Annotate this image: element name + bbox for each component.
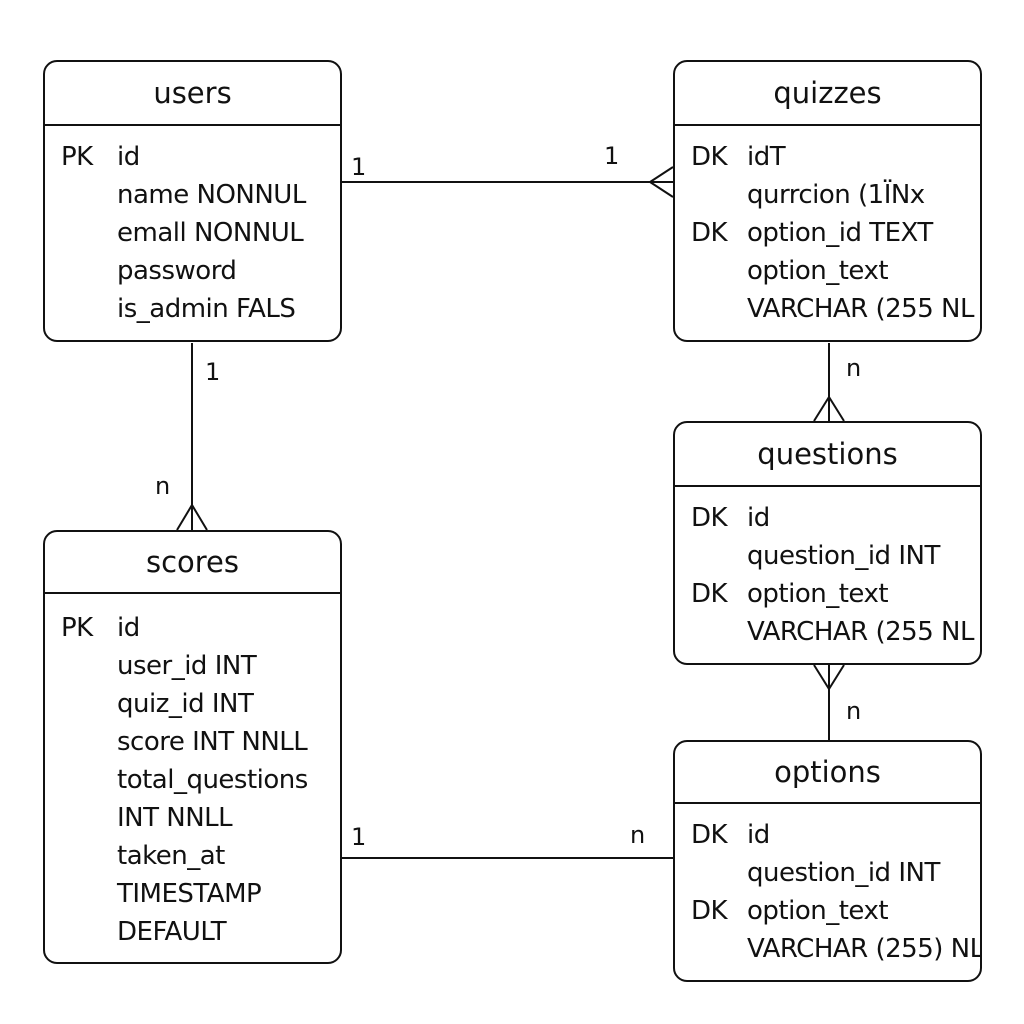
- users-field-row: name NONNUL: [45, 176, 340, 214]
- scores-field-row: user_id INT: [45, 647, 340, 685]
- questions-field-text: option_text: [747, 579, 889, 609]
- options-entity-title: options: [675, 742, 980, 804]
- scores-field-text: score INT NNLL: [117, 727, 308, 757]
- users-entity-fields: PK id name NONNUL emall NONNUL password i…: [45, 126, 340, 328]
- users-field-text: emall NONNUL: [117, 218, 304, 248]
- scores-field-text: taken_at: [117, 841, 225, 871]
- quizzes-field-text: VARCHAR (255 NL: [747, 294, 974, 324]
- questions-entity-fields: DK id question_id INT DK option_text VARCH…: [675, 487, 980, 651]
- quizzes-field-text: idT: [747, 142, 786, 172]
- users-field-text: password: [117, 256, 237, 286]
- questions-field-text: id: [747, 503, 770, 533]
- scores-entity-title: scores: [45, 532, 340, 594]
- quizzes-field-key: DK: [691, 142, 728, 172]
- users-entity-title: users: [45, 62, 340, 126]
- questions-field-row: DK id: [675, 499, 980, 537]
- quizzes-field-key: DK: [691, 218, 728, 248]
- users-scores-crowsfoot: [176, 503, 208, 531]
- options-field-row: VARCHAR (255) NL: [675, 930, 980, 968]
- users-field-row: emall NONNUL: [45, 214, 340, 252]
- quizzes-questions-crowsfoot: [813, 395, 845, 422]
- scores-field-row: TIMESTAMP: [45, 875, 340, 913]
- quizzes-entity: quizzes DK idT qurrcion (1ÏNx DK option_id…: [673, 60, 982, 342]
- scores-field-text: total_questions: [117, 765, 308, 795]
- quizzes-field-row: DK option_id TEXT: [675, 214, 980, 252]
- scores-field-text: INT NNLL: [117, 803, 233, 833]
- users-quizzes-from-cardinality: 1: [351, 153, 367, 181]
- scores-field-row: INT NNLL: [45, 799, 340, 837]
- users-field-text: is_admin FALS: [117, 294, 296, 324]
- options-entity-fields: DK id question_id INT DK option_text VARCH…: [675, 804, 980, 968]
- users-scores-to-cardinality: n: [155, 472, 171, 500]
- scores-field-row: total_questions: [45, 761, 340, 799]
- users-field-key: PK: [61, 142, 93, 172]
- quizzes-questions-to-cardinality: n: [846, 354, 862, 382]
- quizzes-field-text: option_id TEXT: [747, 218, 933, 248]
- users-field-text: name NONNUL: [117, 180, 306, 210]
- scores-field-row: DEFAULT: [45, 913, 340, 951]
- questions-options-crowsfoot: [813, 664, 845, 691]
- scores-field-row: PK id: [45, 609, 340, 647]
- options-field-key: DK: [691, 820, 728, 850]
- options-field-text: VARCHAR (255) NL: [747, 934, 982, 964]
- options-field-row: DK id: [675, 816, 980, 854]
- questions-entity-title: questions: [675, 423, 980, 487]
- options-field-text: id: [747, 820, 770, 850]
- scores-field-text: quiz_id INT: [117, 689, 254, 719]
- questions-field-row: DK option_text: [675, 575, 980, 613]
- users-entity: users PK id name NONNUL emall NONNUL pass…: [43, 60, 342, 342]
- users-field-row: PK id: [45, 138, 340, 176]
- quizzes-field-text: option_text: [747, 256, 889, 286]
- scores-entity-fields: PK id user_id INT quiz_id INT score INT N…: [45, 594, 340, 951]
- options-field-row: DK option_text: [675, 892, 980, 930]
- users-field-row: password: [45, 252, 340, 290]
- questions-field-text: question_id INT: [747, 541, 940, 571]
- scores-field-row: quiz_id INT: [45, 685, 340, 723]
- scores-field-text: DEFAULT: [117, 917, 227, 947]
- quizzes-field-text: qurrcion (1ÏNx: [747, 180, 925, 210]
- users-scores-from-cardinality: 1: [205, 358, 221, 386]
- scores-options-from-cardinality: 1: [351, 823, 367, 851]
- quizzes-field-row: option_text: [675, 252, 980, 290]
- questions-field-row: VARCHAR (255 NL: [675, 613, 980, 651]
- scores-field-text: TIMESTAMP: [117, 879, 262, 909]
- scores-field-text: id: [117, 613, 140, 643]
- questions-field-key: DK: [691, 579, 728, 609]
- users-field-text: id: [117, 142, 140, 172]
- options-field-text: option_text: [747, 896, 889, 926]
- questions-field-key: DK: [691, 503, 728, 533]
- users-field-row: is_admin FALS: [45, 290, 340, 328]
- questions-entity: questions DK id question_id INT DK option_…: [673, 421, 982, 665]
- questions-field-text: VARCHAR (255 NL: [747, 617, 974, 647]
- options-field-row: question_id INT: [675, 854, 980, 892]
- questions-field-row: question_id INT: [675, 537, 980, 575]
- users-quizzes-to-cardinality: 1: [604, 142, 620, 170]
- scores-entity: scores PK id user_id INT quiz_id INT scor…: [43, 530, 342, 964]
- scores-field-text: user_id INT: [117, 651, 257, 681]
- quizzes-field-row: qurrcion (1ÏNx: [675, 176, 980, 214]
- quizzes-entity-title: quizzes: [675, 62, 980, 126]
- options-field-key: DK: [691, 896, 728, 926]
- scores-options-to-cardinality: n: [630, 821, 646, 849]
- scores-field-row: score INT NNLL: [45, 723, 340, 761]
- quizzes-field-row: VARCHAR (255 NL: [675, 290, 980, 328]
- scores-field-key: PK: [61, 613, 93, 643]
- quizzes-entity-fields: DK idT qurrcion (1ÏNx DK option_id TEXT op…: [675, 126, 980, 328]
- users-quizzes-crowsfoot: [648, 166, 674, 198]
- quizzes-field-row: DK idT: [675, 138, 980, 176]
- options-entity: options DK id question_id INT DK option_te…: [673, 740, 982, 982]
- scores-field-row: taken_at: [45, 837, 340, 875]
- options-field-text: question_id INT: [747, 858, 940, 888]
- questions-options-to-cardinality: n: [846, 697, 862, 725]
